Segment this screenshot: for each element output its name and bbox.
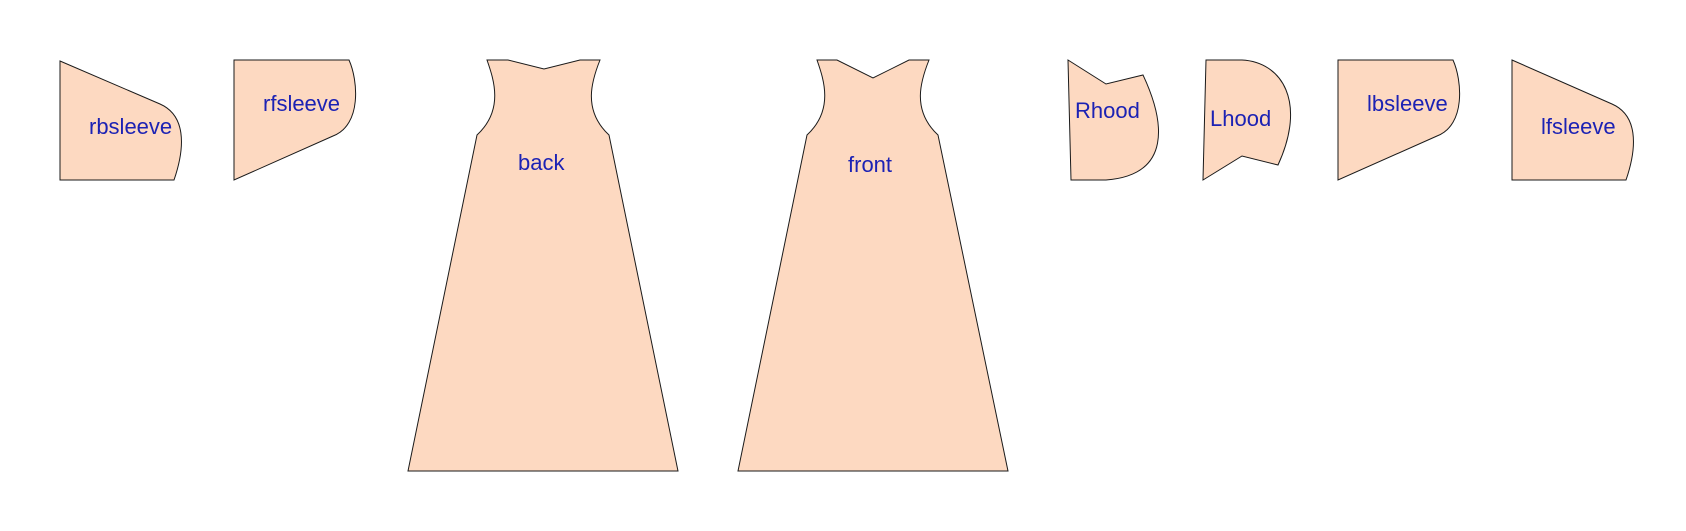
front-label: front — [848, 152, 892, 177]
back-label: back — [518, 150, 565, 175]
lhood-shape — [1202, 59, 1292, 181]
lfsleeve-shape — [1511, 59, 1634, 181]
lfsleeve-label: lfsleeve — [1541, 114, 1616, 139]
lhood-label: Lhood — [1210, 106, 1271, 131]
rbsleeve-shape — [59, 60, 182, 181]
rfsleeve-shape — [233, 59, 357, 181]
lbsleeve-shape — [1337, 59, 1461, 181]
piece-rhood: Rhood — [1067, 59, 1159, 181]
rhood-shape — [1067, 59, 1159, 181]
piece-rfsleeve: rfsleeve — [233, 59, 357, 181]
piece-lhood: Lhood — [1202, 59, 1292, 181]
rhood-label: Rhood — [1075, 98, 1140, 123]
rbsleeve-label: rbsleeve — [89, 114, 172, 139]
piece-back: back — [407, 59, 679, 472]
piece-front: front — [737, 59, 1009, 472]
piece-lfsleeve: lfsleeve — [1511, 59, 1634, 181]
back-shape — [407, 59, 679, 472]
piece-rbsleeve: rbsleeve — [59, 60, 182, 181]
lbsleeve-label: lbsleeve — [1367, 91, 1448, 116]
rfsleeve-label: rfsleeve — [263, 91, 340, 116]
front-shape — [737, 59, 1009, 472]
piece-lbsleeve: lbsleeve — [1337, 59, 1461, 181]
